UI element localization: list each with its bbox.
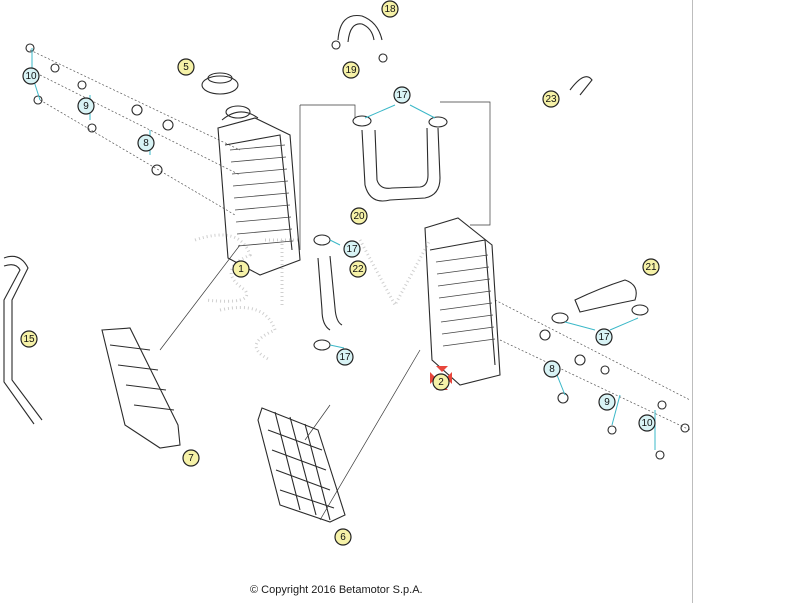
callout-number: 8 — [143, 138, 149, 149]
callout-number: 22 — [352, 264, 364, 275]
callout-15[interactable]: 15 — [20, 330, 38, 348]
callout-number: 18 — [384, 4, 396, 15]
callout-circle[interactable] — [638, 414, 656, 432]
callout-10[interactable]: 10 — [638, 414, 656, 432]
callout-circle[interactable] — [232, 260, 250, 278]
diagram-drawing: 18 19 5 10 9 8 17 23 20 17 1 22 21 15 17 17 2 8 9 10 7 6 — [3, 0, 691, 546]
callout-23[interactable]: 23 — [542, 90, 560, 108]
callout-10[interactable]: 10 — [22, 67, 40, 85]
callout-number: 6 — [340, 532, 346, 543]
callout-5[interactable]: 5 — [177, 58, 195, 76]
radiator-cap[interactable] — [201, 72, 251, 119]
hardware-screws[interactable] — [25, 40, 690, 460]
hose-22[interactable] — [317, 255, 343, 331]
radiator-louvre-7[interactable] — [101, 327, 181, 449]
callout-number: 2 — [438, 377, 444, 388]
callout-1[interactable]: 1 — [232, 260, 250, 278]
right-radiator[interactable] — [424, 217, 501, 386]
callout-number: 1 — [238, 264, 244, 275]
callout-layer: 18 19 5 10 9 8 17 23 20 17 1 22 21 15 17 17 2 8 9 10 7 6 — [20, 0, 660, 546]
callout-circle[interactable] — [598, 393, 616, 411]
callout-number: 19 — [345, 65, 357, 76]
callout-circle[interactable] — [349, 260, 367, 278]
callout-circle[interactable] — [20, 330, 38, 348]
callout-20[interactable]: 20 — [350, 207, 368, 225]
callout-circle[interactable] — [543, 360, 561, 378]
callout-9[interactable]: 9 — [77, 97, 95, 115]
callout-circle[interactable] — [381, 0, 399, 18]
callout-number: 10 — [641, 418, 653, 429]
callout-6[interactable]: 6 — [334, 528, 352, 546]
callout-17[interactable]: 17 — [336, 348, 354, 366]
callout-circle[interactable] — [432, 373, 450, 391]
callout-circle[interactable] — [77, 97, 95, 115]
left-radiator[interactable] — [217, 111, 301, 276]
watermark-logo — [194, 233, 432, 362]
callout-number: 15 — [23, 334, 35, 345]
callout-circle[interactable] — [137, 134, 155, 152]
copyright-notice: © Copyright 2016 Betamotor S.p.A. — [250, 584, 423, 596]
callout-8[interactable]: 8 — [543, 360, 561, 378]
callout-2[interactable]: 2 — [432, 373, 450, 391]
callout-circle[interactable] — [177, 58, 195, 76]
callout-circle[interactable] — [343, 240, 361, 258]
callout-number: 20 — [353, 211, 365, 222]
callout-circle[interactable] — [342, 61, 360, 79]
callout-circle[interactable] — [350, 207, 368, 225]
callout-19[interactable]: 19 — [342, 61, 360, 79]
callout-17[interactable]: 17 — [393, 86, 411, 104]
callout-number: 10 — [25, 71, 37, 82]
callout-number: 5 — [183, 62, 189, 73]
callout-22[interactable]: 22 — [349, 260, 367, 278]
callout-number: 17 — [346, 244, 358, 255]
callout-9[interactable]: 9 — [598, 393, 616, 411]
callout-circle[interactable] — [334, 528, 352, 546]
hose-18[interactable] — [337, 14, 383, 43]
radiator-grille-6[interactable] — [257, 407, 346, 523]
callout-number: 17 — [339, 352, 351, 363]
callout-8[interactable]: 8 — [137, 134, 155, 152]
callout-7[interactable]: 7 — [182, 449, 200, 467]
leader-lines — [29, 49, 691, 521]
callout-number: 17 — [396, 90, 408, 101]
hose-15[interactable] — [3, 255, 43, 425]
callout-circle[interactable] — [182, 449, 200, 467]
callout-circle[interactable] — [336, 348, 354, 366]
hose-clamps[interactable] — [313, 76, 649, 351]
hose-21[interactable] — [574, 279, 637, 313]
callout-18[interactable]: 18 — [381, 0, 399, 18]
callout-circle[interactable] — [542, 90, 560, 108]
callout-17[interactable]: 17 — [343, 240, 361, 258]
callout-number: 9 — [604, 397, 610, 408]
callout-number: 17 — [598, 332, 610, 343]
callout-17[interactable]: 17 — [595, 328, 613, 346]
hose-20[interactable] — [361, 127, 441, 202]
callout-number: 7 — [188, 453, 194, 464]
callout-number: 8 — [549, 364, 555, 375]
callout-21[interactable]: 21 — [642, 258, 660, 276]
callout-circle[interactable] — [393, 86, 411, 104]
callout-circle[interactable] — [595, 328, 613, 346]
callout-circle[interactable] — [642, 258, 660, 276]
callout-number: 9 — [83, 101, 89, 112]
callout-circle[interactable] — [22, 67, 40, 85]
callout-number: 23 — [545, 94, 557, 105]
callout-number: 21 — [645, 262, 657, 273]
exploded-parts-diagram: 18 19 5 10 9 8 17 23 20 17 1 22 21 15 17 17 2 8 9 10 7 6 © Co… — [3, 0, 693, 603]
